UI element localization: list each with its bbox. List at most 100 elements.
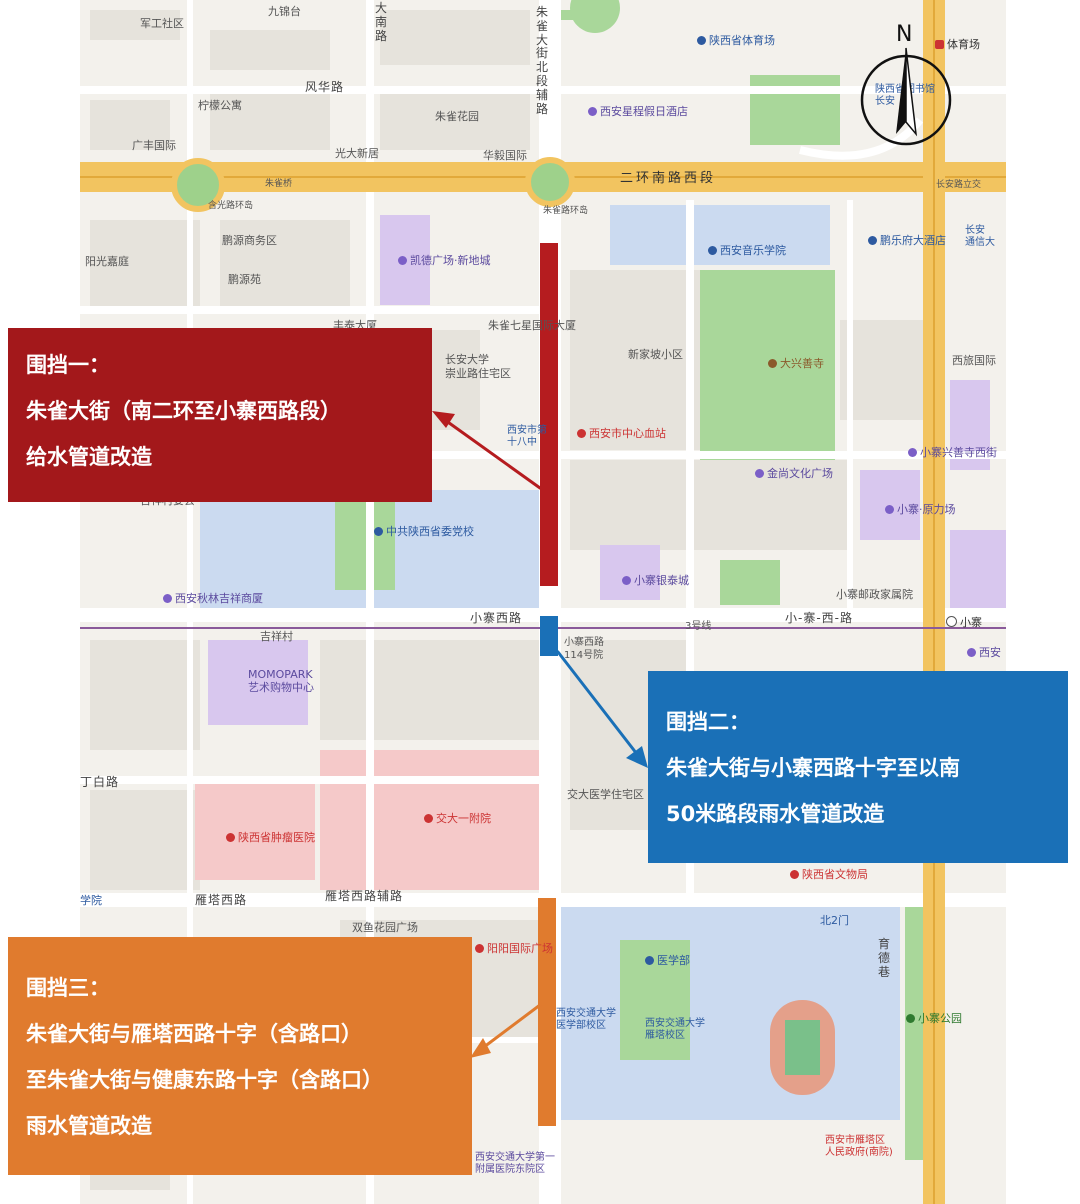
poi-kaide[interactable]: 凯德广场·新地城 xyxy=(398,255,491,266)
map-canvas[interactable]: 大南路 朱雀大街北段辅路 二环南路西段 风华路 小寨西路 小-寨-西-路 3号线… xyxy=(80,0,1006,1204)
place-label: 育德巷 xyxy=(877,937,890,979)
place-label: 长安大学 崇业路住宅区 xyxy=(445,353,511,380)
callout-section-two: 围挡二： 朱雀大街与小寨西路十字至以南 50米路段雨水管道改造 xyxy=(648,671,1068,863)
road-label-zhuque-ring: 朱雀路环岛 xyxy=(543,206,589,216)
poi-jinshang[interactable]: 金尚文化广场 xyxy=(755,468,833,479)
poi-pin-icon xyxy=(908,448,917,457)
section-two-segment xyxy=(540,616,558,656)
poi-yuanlichang[interactable]: 小寨·原力场 xyxy=(885,504,956,515)
poi-momopark[interactable]: MOMOPARK 艺术购物中心 xyxy=(248,668,314,695)
callout-title: 围挡二： xyxy=(666,710,750,734)
road-label-yanta-aux: 雁塔西路辅路 xyxy=(325,889,404,903)
callout-title: 围挡三： xyxy=(26,976,110,1000)
callout-line: 至朱雀大街与健康东路十字（含路口） xyxy=(26,1068,383,1092)
poi-pin-icon xyxy=(790,870,799,879)
place-label: 广丰国际 xyxy=(132,139,176,152)
poi-pin-icon xyxy=(868,236,877,245)
poi-jiaoda-hospital[interactable]: 西安交通大学第一 附属医院东院区 xyxy=(475,1152,555,1175)
poi-sports-stadium[interactable]: 陕西省体育场 xyxy=(697,35,775,46)
poi-medical-dept[interactable]: 医学部 xyxy=(645,955,690,966)
poi-blood-center[interactable]: 西安市中心血站 xyxy=(577,428,666,439)
poi-yangyang[interactable]: 阳阳国际广场 xyxy=(475,943,553,954)
poi-pin-icon xyxy=(755,469,764,478)
place-label: 九锦台 xyxy=(268,5,301,18)
poi-tumor-hospital[interactable]: 陕西省肿瘤医院 xyxy=(226,832,315,843)
callout-line: 给水管道改造 xyxy=(26,445,152,469)
callout-line: 雨水管道改造 xyxy=(26,1114,152,1138)
temple-icon xyxy=(768,359,777,368)
poi-pin-icon xyxy=(374,527,383,536)
poi-hotel[interactable]: 西安星程假日酒店 xyxy=(588,106,688,117)
road-label-xiaozhai-east: 小-寨-西-路 xyxy=(785,611,853,625)
poi-xian-partial[interactable]: 西安 xyxy=(967,647,1001,658)
road-label-yanta: 雁塔西路 xyxy=(195,893,248,907)
poi-daxingshan[interactable]: 大兴善寺 xyxy=(768,358,824,369)
road-label-hanguang-ring: 含光路环岛 xyxy=(208,201,254,211)
poi-pengle[interactable]: 鹏乐府大酒店 xyxy=(868,235,946,246)
poi-college-partial[interactable]: 学院 xyxy=(80,894,102,907)
place-label: 小寨邮政家属院 xyxy=(836,588,913,601)
road-label-zhuque-bridge: 朱雀桥 xyxy=(265,179,293,189)
place-label: 柠檬公寓 xyxy=(198,99,242,112)
poi-pin-icon xyxy=(163,594,172,603)
place-label: 光大新居 xyxy=(335,147,379,160)
place-label: 朱雀花园 xyxy=(435,110,479,123)
place-label: 双鱼花园广场 xyxy=(352,921,418,934)
poi-jiaoda-first[interactable]: 交大一附院 xyxy=(424,813,491,824)
callout-title: 围挡一： xyxy=(26,353,110,377)
section-three-segment xyxy=(538,898,556,1126)
map-graphics xyxy=(80,0,1006,1204)
callout-section-three: 围挡三： 朱雀大街与雁塔西路十字（含路口） 至朱雀大街与健康东路十字（含路口） … xyxy=(8,937,472,1175)
place-label: 鹏源商务区 xyxy=(222,234,277,247)
place-label: 华毅国际 xyxy=(483,149,527,162)
place-label: 西旅国际 xyxy=(952,354,996,367)
poi-jiaoda-yanta[interactable]: 西安交通大学 雁塔校区 xyxy=(645,1018,705,1041)
road-label-ring: 二环南路西段 xyxy=(620,171,717,186)
place-label: 新家坡小区 xyxy=(628,348,683,361)
place-label: 军工社区 xyxy=(140,17,184,30)
poi-xiaozhai-station[interactable]: 小寨 xyxy=(946,616,982,628)
poi-pin-icon xyxy=(967,648,976,657)
park-icon xyxy=(906,1014,915,1023)
section-one-segment xyxy=(540,243,558,586)
place-label: 鹏源苑 xyxy=(228,273,261,286)
hospital-icon xyxy=(226,833,235,842)
callout-line: 朱雀大街与雁塔西路十字（含路口） xyxy=(26,1022,362,1046)
road-label-zhuque-north: 朱雀大街北段辅路 xyxy=(535,5,548,116)
poi-pin-icon xyxy=(475,944,484,953)
road-label-dingbai: 丁白路 xyxy=(80,775,120,789)
metro-icon xyxy=(935,40,944,49)
poi-xingshan-west[interactable]: 小寨兴善寺西街 xyxy=(908,447,997,458)
poi-xiaozhai-park[interactable]: 小寨公园 xyxy=(906,1013,962,1024)
poi-pin-icon xyxy=(708,246,717,255)
poi-yanta-gov[interactable]: 西安市雁塔区 人民政府(南院) xyxy=(825,1135,893,1158)
place-label: 西安市第 十八中 xyxy=(507,425,547,448)
place-label: 阳光嘉庭 xyxy=(85,255,129,268)
poi-pin-icon xyxy=(398,256,407,265)
road-label-changan-bridge: 长安路立交 xyxy=(936,180,982,190)
metro-icon xyxy=(946,616,957,627)
poi-qiulin[interactable]: 西安秋林吉祥商厦 xyxy=(163,593,263,604)
poi-jiaoda-med[interactable]: 西安交通大学 医学部校区 xyxy=(556,1008,616,1031)
place-label: 小寨西路 114号院 xyxy=(564,637,604,661)
poi-music-college[interactable]: 西安音乐学院 xyxy=(708,245,786,256)
callout-line: 朱雀大街（南二环至小寨西路段） xyxy=(26,399,341,423)
hospital-icon xyxy=(577,429,586,438)
road-label-datang: 大南路 xyxy=(374,1,387,43)
callout-line: 朱雀大街与小寨西路十字至以南 xyxy=(666,756,960,780)
callout-section-one: 围挡一： 朱雀大街（南二环至小寨西路段） 给水管道改造 xyxy=(8,328,432,502)
place-label: 交大医学住宅区 xyxy=(567,788,644,801)
road-label-fenghua: 风华路 xyxy=(305,80,345,94)
place-label: 吉祥村 xyxy=(260,630,293,643)
north-arrow-compass: N xyxy=(858,22,958,150)
north-label: N xyxy=(896,22,913,47)
poi-metro-station[interactable]: 体育场 xyxy=(935,39,980,50)
poi-yintai[interactable]: 小寨银泰城 xyxy=(622,575,689,586)
poi-changan-tong[interactable]: 长安 通信大 xyxy=(965,225,995,248)
poi-pin-icon xyxy=(622,576,631,585)
poi-museum[interactable]: 陕西省文物局 xyxy=(790,869,868,880)
place-label: 北2门 xyxy=(820,914,849,927)
poi-pin-icon xyxy=(588,107,597,116)
place-label: 丰泰大厦 xyxy=(333,319,377,332)
poi-party-school[interactable]: 中共陕西省委党校 xyxy=(374,526,474,537)
